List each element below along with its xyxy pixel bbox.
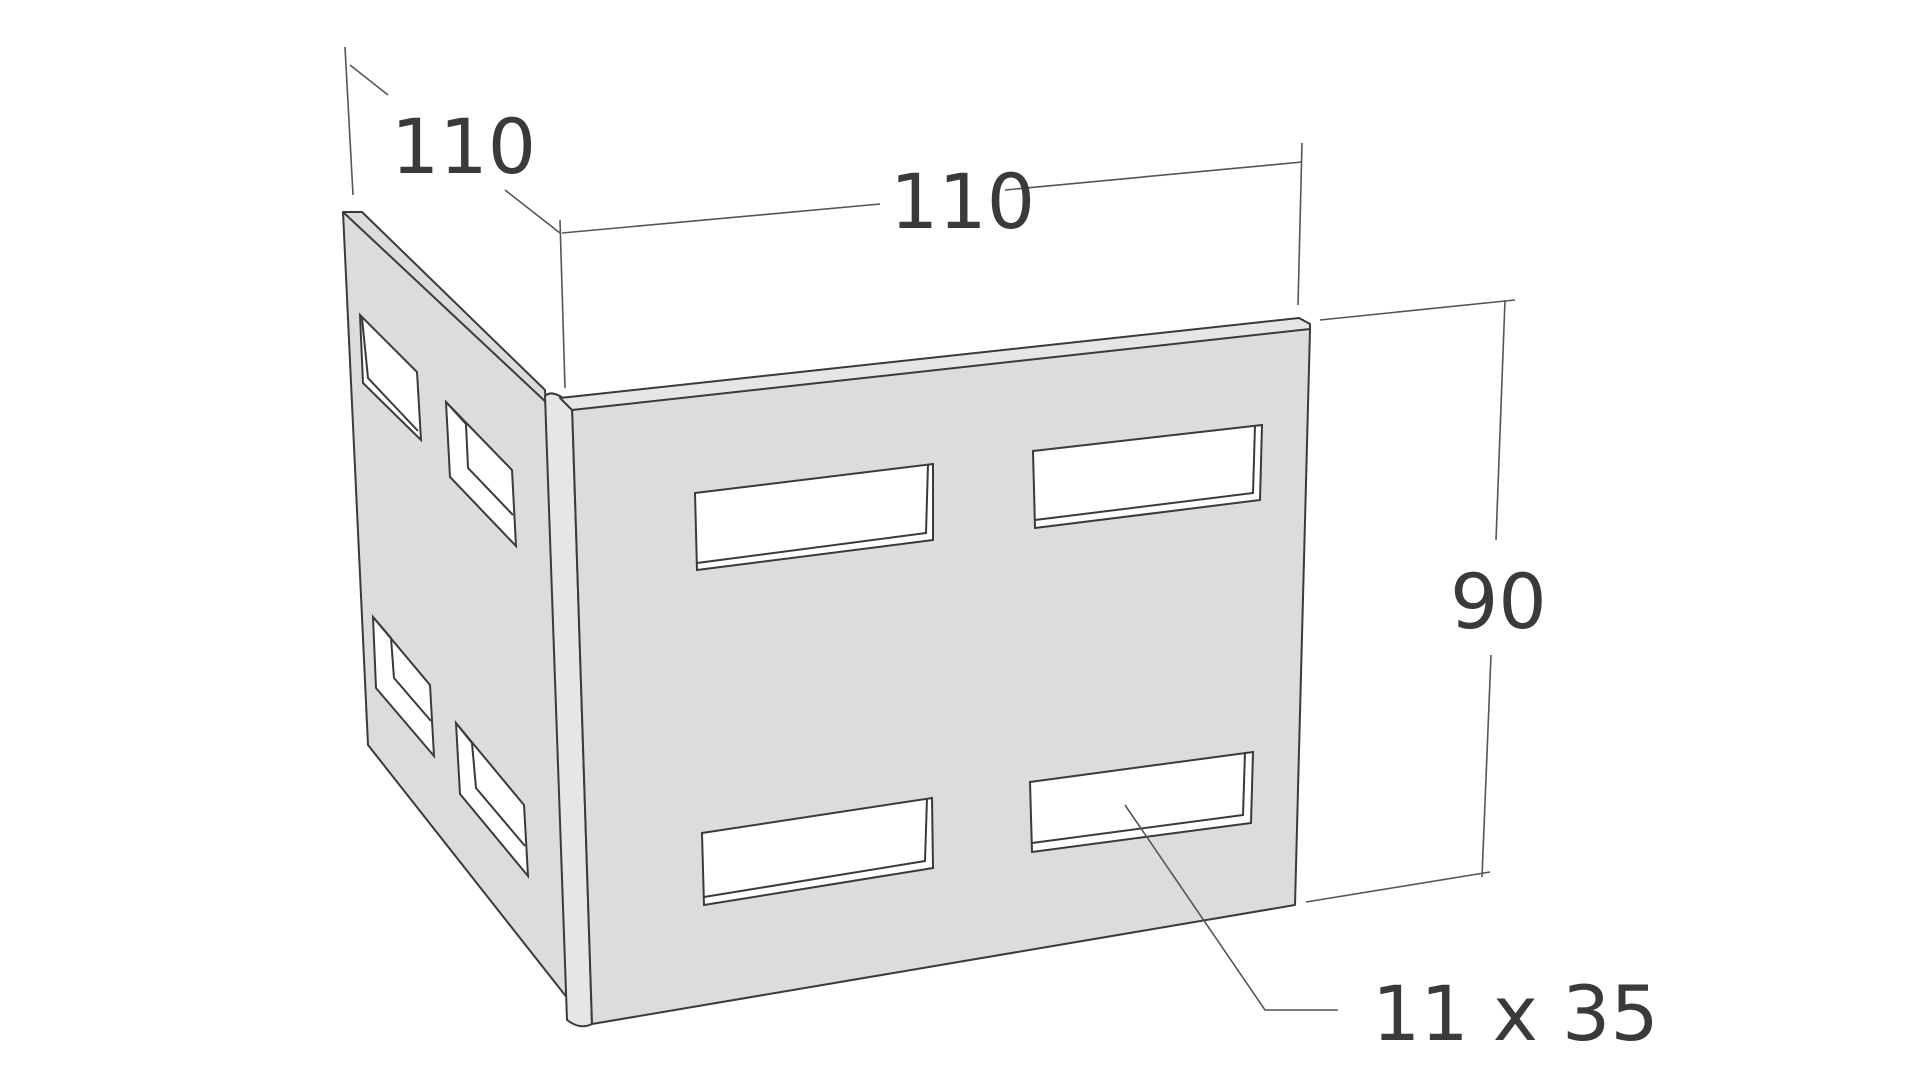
height-label: 90 bbox=[1450, 557, 1547, 646]
front-slot-depth bbox=[1031, 751, 1246, 844]
front-width-dimension-line bbox=[561, 203, 881, 234]
front-plate-top-edge bbox=[559, 317, 1311, 411]
front-width-label: 110 bbox=[890, 157, 1035, 246]
front-slot-depth bbox=[1034, 424, 1256, 521]
side-plate-slots bbox=[358, 312, 530, 879]
front-width-extension-line bbox=[1297, 142, 1303, 306]
front-slot-depth bbox=[703, 797, 928, 898]
front-plate-slots bbox=[693, 423, 1264, 907]
height-dimension-line bbox=[1495, 299, 1506, 541]
height-extension-line bbox=[1319, 299, 1516, 321]
side-depth-dimension-line bbox=[504, 189, 561, 234]
front-width-dimension-line bbox=[1004, 161, 1303, 191]
height-extension-line bbox=[1305, 871, 1491, 903]
side-depth-extension-line bbox=[344, 46, 354, 196]
side-slot bbox=[358, 312, 423, 443]
side-slot-depth bbox=[445, 401, 514, 516]
slot-leader-line bbox=[1124, 804, 1338, 1011]
slot-size-label: 11 x 35 bbox=[1372, 969, 1659, 1058]
side-slot bbox=[444, 399, 518, 549]
front-width-extension-line bbox=[559, 219, 566, 389]
front-plate bbox=[559, 317, 1311, 1025]
front-slot bbox=[693, 462, 934, 572]
side-slot-depth bbox=[372, 616, 432, 722]
side-slot bbox=[371, 614, 436, 759]
front-slot-depth bbox=[696, 463, 929, 564]
side-depth-dimension-line bbox=[349, 64, 389, 96]
dimension-lines bbox=[344, 46, 1516, 1011]
side-slot-depth bbox=[455, 722, 526, 847]
height-dimension-line bbox=[1481, 654, 1492, 878]
side-slot-depth bbox=[359, 314, 419, 432]
dimension-labels: 110 110 90 11 x 35 bbox=[391, 102, 1659, 1058]
front-slot bbox=[1028, 750, 1255, 854]
front-slot bbox=[1031, 423, 1264, 530]
front-slot bbox=[700, 796, 935, 907]
side-plate-top-edge bbox=[342, 211, 549, 405]
side-depth-label: 110 bbox=[391, 102, 536, 191]
side-plate bbox=[342, 211, 584, 1019]
front-plate-face bbox=[571, 319, 1311, 1025]
